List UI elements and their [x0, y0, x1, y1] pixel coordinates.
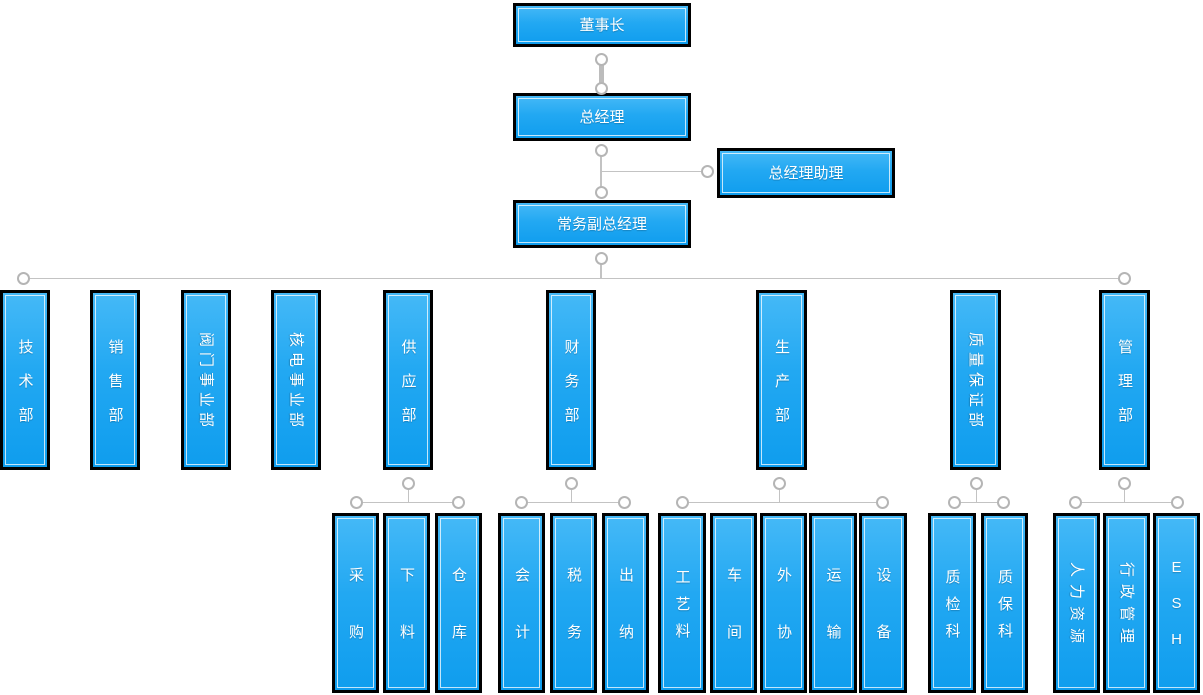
sub-transport-label: 运输	[824, 567, 842, 681]
connector-node-circle	[451, 495, 465, 509]
connector-node-circle	[594, 52, 608, 66]
dept-quality-assurance-box: 质量保证部	[950, 290, 1001, 470]
sub-procurement-label: 采购	[347, 567, 364, 681]
sub-cashier-label: 出纳	[617, 567, 634, 681]
dept-finance-label: 财务部	[562, 338, 580, 441]
sub-blanking-box: 下料	[383, 513, 430, 693]
sub-workshop-label: 车间	[725, 567, 742, 681]
sub-tax-box: 税务	[550, 513, 597, 693]
executive-deputy-gm-label: 常务副总经理	[556, 215, 647, 233]
sub-process-materials-label: 工艺料	[673, 568, 691, 650]
connector-node-circle	[349, 495, 363, 509]
dept-finance-box: 财务部	[546, 290, 596, 470]
general-manager-label: 总经理	[579, 108, 625, 126]
connector-line	[601, 170, 707, 172]
connector-node-circle	[1117, 271, 1131, 285]
dept-technology-label: 技术部	[16, 338, 34, 441]
sub-human-resources-box: 人力资源	[1053, 513, 1100, 693]
sub-equipment-label: 设备	[874, 567, 892, 681]
dept-production-label: 生产部	[773, 338, 790, 441]
executive-deputy-gm-box: 常务副总经理	[513, 200, 691, 248]
connector-line	[682, 501, 882, 503]
dept-administration-label: 管理部	[1116, 338, 1133, 441]
connector-line	[600, 258, 602, 278]
connector-line	[23, 277, 1124, 279]
connector-line	[598, 59, 604, 88]
dept-administration-box: 管理部	[1099, 290, 1150, 470]
connector-line	[600, 150, 602, 192]
sub-administrative-management-box: 行政管理	[1103, 513, 1150, 693]
connector-node-circle	[969, 476, 983, 490]
sub-transport-box: 运输	[809, 513, 857, 693]
sub-quality-inspection-box: 质检科	[928, 513, 976, 693]
sub-accounting-label: 会计	[513, 567, 530, 681]
sub-workshop-box: 车间	[710, 513, 757, 693]
dept-sales-label: 销售部	[106, 338, 124, 441]
connector-line	[1075, 501, 1177, 503]
connector-line	[975, 483, 977, 502]
sub-esh-label: ESH	[1168, 558, 1185, 667]
general-manager-box: 总经理	[513, 93, 691, 141]
dept-nuclear-division-label: 核电事业部	[287, 332, 305, 433]
connector-node-circle	[617, 495, 631, 509]
chairman-box: 董事长	[513, 3, 691, 47]
dept-technology-box: 技术部	[0, 290, 50, 470]
connector-line	[570, 483, 572, 502]
connector-node-circle	[1068, 495, 1082, 509]
dept-supply-label: 供应部	[399, 338, 417, 441]
sub-outsourcing-label: 外协	[775, 567, 792, 681]
connector-node-circle	[514, 495, 528, 509]
connector-line	[407, 483, 409, 502]
connector-line	[1123, 483, 1125, 502]
sub-outsourcing-box: 外协	[760, 513, 807, 693]
sub-administrative-management-label: 行政管理	[1118, 562, 1135, 651]
dept-valve-division-box: 阀门事业部	[181, 290, 231, 470]
dept-valve-division-label: 阀门事业部	[197, 332, 215, 433]
sub-human-resources-label: 人力资源	[1068, 562, 1085, 651]
chairman-label: 董事长	[579, 16, 625, 34]
connector-node-circle	[401, 476, 415, 490]
connector-node-circle	[1117, 476, 1131, 490]
dept-sales-box: 销售部	[90, 290, 140, 470]
connector-line	[356, 501, 458, 503]
gm-assistant-box: 总经理助理	[717, 148, 895, 198]
sub-esh-box: ESH	[1153, 513, 1200, 693]
connector-node-circle	[564, 476, 578, 490]
dept-quality-assurance-label: 质量保证部	[967, 332, 984, 433]
sub-tax-label: 税务	[565, 567, 582, 681]
connector-node-circle	[700, 164, 714, 178]
connector-node-circle	[772, 476, 786, 490]
sub-accounting-box: 会计	[498, 513, 545, 693]
sub-quality-assurance-section-label: 质保科	[996, 568, 1013, 650]
dept-nuclear-division-box: 核电事业部	[271, 290, 321, 470]
sub-quality-inspection-label: 质检科	[943, 568, 961, 650]
connector-node-circle	[947, 495, 961, 509]
dept-supply-box: 供应部	[383, 290, 433, 470]
connector-node-circle	[996, 495, 1010, 509]
connector-line	[521, 501, 624, 503]
connector-node-circle	[594, 185, 608, 199]
gm-assistant-label: 总经理助理	[768, 164, 844, 182]
connector-node-circle	[675, 495, 689, 509]
connector-node-circle	[875, 495, 889, 509]
connector-node-circle	[594, 143, 608, 157]
sub-process-materials-box: 工艺料	[658, 513, 706, 693]
sub-blanking-label: 下料	[398, 567, 415, 681]
sub-warehouse-label: 仓库	[450, 567, 467, 681]
sub-quality-assurance-section-box: 质保科	[981, 513, 1028, 693]
connector-node-circle	[594, 81, 608, 95]
connector-line	[778, 483, 780, 502]
connector-node-circle	[16, 271, 30, 285]
connector-line	[954, 501, 1003, 503]
connector-node-circle	[1170, 495, 1184, 509]
sub-warehouse-box: 仓库	[435, 513, 482, 693]
dept-production-box: 生产部	[756, 290, 807, 470]
sub-cashier-box: 出纳	[602, 513, 649, 693]
connector-node-circle	[594, 251, 608, 265]
sub-procurement-box: 采购	[332, 513, 379, 693]
sub-equipment-box: 设备	[859, 513, 907, 693]
